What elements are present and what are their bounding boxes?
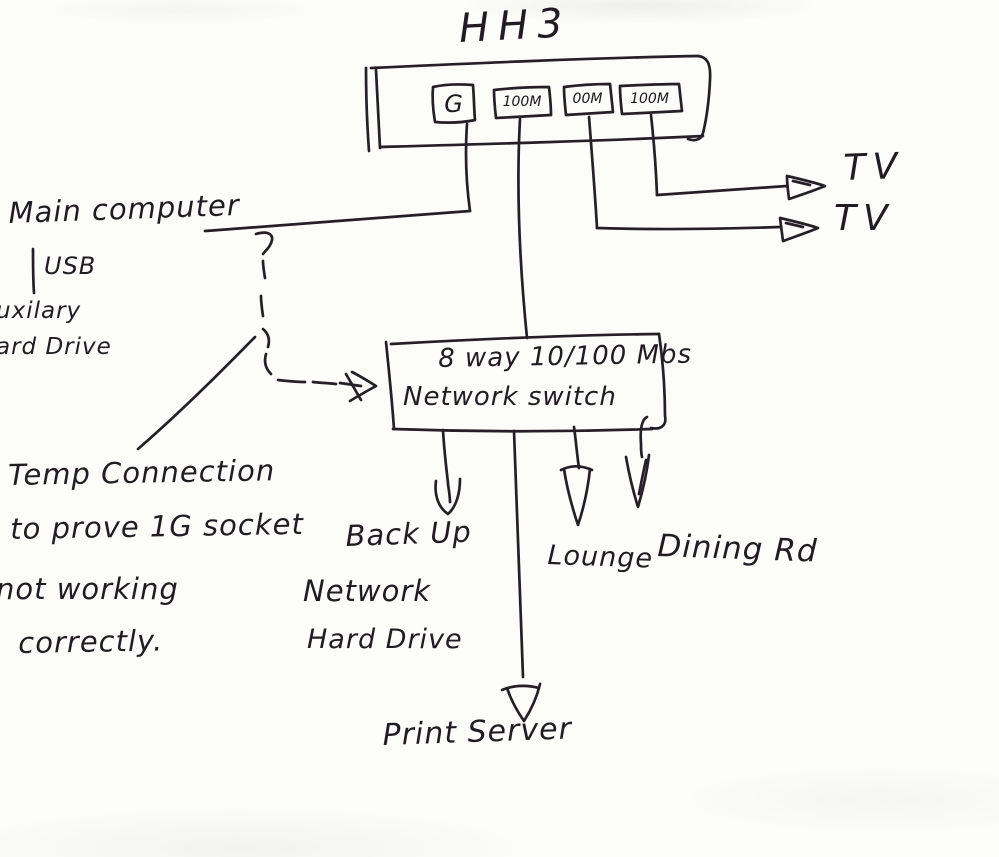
lounge-label: Lounge bbox=[546, 540, 654, 575]
page-title: HH3 bbox=[457, 0, 573, 52]
temp-note-line3: not working bbox=[0, 572, 179, 606]
hard-drive-label: ard Drive bbox=[0, 334, 112, 360]
arrowhead-dining bbox=[624, 453, 651, 509]
main-computer-label: Main computer bbox=[7, 187, 241, 230]
router-box-outline bbox=[364, 54, 712, 153]
wire-port2-to-switch bbox=[517, 117, 529, 340]
switch-label-line1: 8 way 10/100 Mbs bbox=[437, 339, 693, 374]
router-port-00m-box bbox=[562, 82, 615, 117]
router-port-g-box bbox=[431, 83, 477, 124]
arrowhead-temp-to-switch bbox=[344, 370, 378, 403]
arrowhead-tv-bottom bbox=[778, 216, 820, 243]
temp-note-line2: to prove 1G socket bbox=[9, 506, 305, 546]
dining-room-label: Dining Rd bbox=[656, 528, 819, 570]
usb-label: USB bbox=[44, 252, 97, 280]
backup-label-line1: Back Up bbox=[344, 514, 473, 553]
wire-switch-to-backup bbox=[441, 428, 450, 485]
router-port-label-00m: 00M bbox=[572, 91, 603, 107]
tv-label-bottom: TV bbox=[834, 198, 895, 239]
router-port-label-100m-2: 100M bbox=[630, 90, 669, 107]
dashed-temp-connection-wire bbox=[254, 231, 363, 388]
wire-switch-to-dining bbox=[639, 415, 649, 459]
usb-tick-stroke bbox=[31, 247, 36, 295]
temp-note-line4: correctly. bbox=[17, 623, 164, 660]
wire-g-port-to-main-computer bbox=[203, 122, 472, 233]
router-port-100m-box-1 bbox=[492, 85, 553, 120]
arrowhead-tv-top bbox=[785, 174, 827, 201]
switch-box-outline bbox=[384, 332, 667, 433]
arrowhead-print-server bbox=[500, 682, 542, 723]
print-server-label: Print Server bbox=[381, 711, 573, 753]
wire-switch-to-print-server bbox=[512, 429, 525, 679]
wire-switch-to-lounge bbox=[572, 425, 581, 470]
temp-note-line1: Temp Connection bbox=[7, 453, 276, 492]
wire-port4-to-tv-top bbox=[649, 113, 789, 197]
switch-label-line2: Network switch bbox=[403, 382, 617, 412]
arrowhead-backup bbox=[434, 477, 462, 516]
temp-note-pointer-line bbox=[136, 335, 257, 451]
backup-label-line3: Hard Drive bbox=[307, 624, 463, 655]
router-port-100m-box-2 bbox=[618, 82, 684, 116]
router-port-label-g: G bbox=[444, 90, 463, 118]
auxiliary-label: uxilary bbox=[0, 298, 82, 324]
tv-label-top: TV bbox=[842, 145, 905, 189]
backup-label-line2: Network bbox=[303, 574, 432, 608]
arrowhead-lounge bbox=[559, 464, 594, 527]
router-port-label-100m-1: 100M bbox=[502, 94, 542, 110]
wire-port3-to-tv-bottom bbox=[587, 115, 783, 231]
